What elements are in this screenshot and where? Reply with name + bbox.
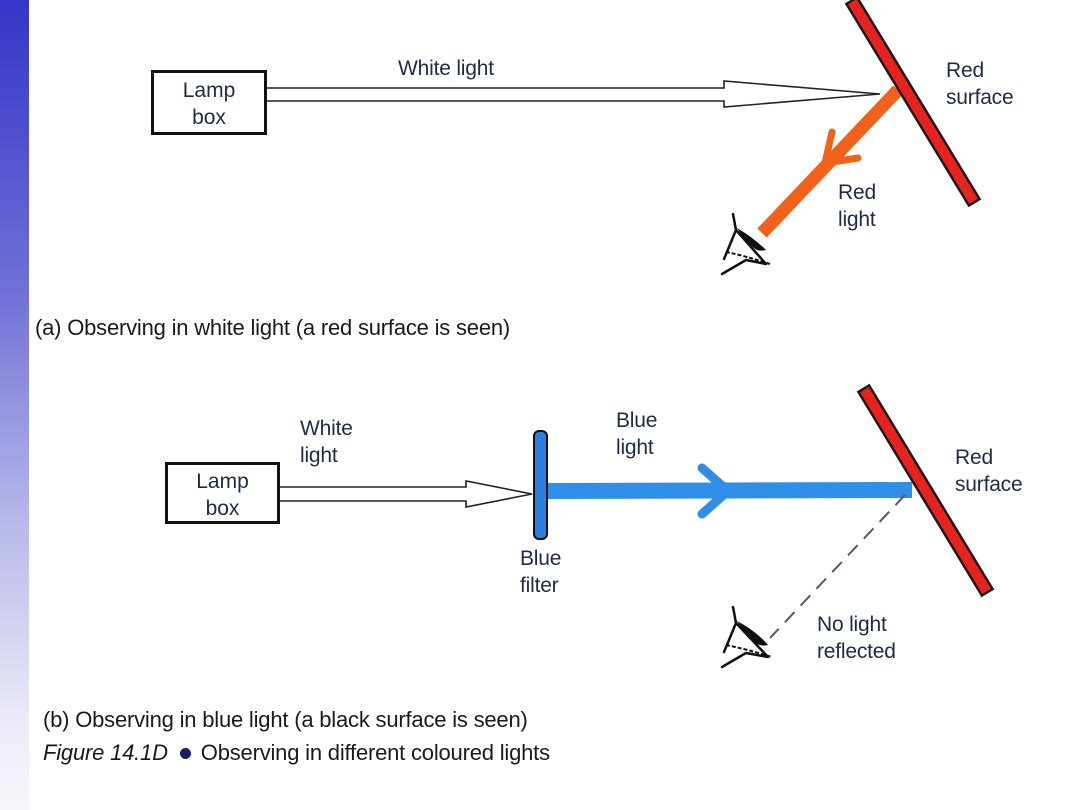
figure-caption: Figure 14.1D Observing in different colou… bbox=[43, 740, 550, 766]
eye-icon bbox=[720, 605, 773, 669]
blue-filter-label-line1: Blue bbox=[520, 547, 562, 570]
red-surface-label-b-line2: surface bbox=[955, 473, 1023, 496]
lamp-box-a-line2: box bbox=[192, 106, 226, 129]
bullet-icon bbox=[179, 747, 191, 759]
lamp-box-b-line1: Lamp bbox=[196, 470, 249, 493]
figure-title: Observing in different coloured lights bbox=[200, 740, 550, 765]
blue-light-label: Blue light bbox=[616, 407, 657, 461]
red-light-label-line2: light bbox=[838, 208, 876, 231]
blue-light-label-line1: Blue bbox=[616, 409, 658, 432]
lamp-box-b-line2: box bbox=[205, 497, 240, 520]
red-surface-label-a-line1: Red bbox=[946, 59, 984, 82]
red-light-label: Red light bbox=[838, 179, 876, 233]
white-light-label-b-line1: White bbox=[300, 417, 353, 440]
white-light-label-b: White light bbox=[300, 415, 353, 469]
side-accent-bar bbox=[0, 0, 29, 810]
white-light-label-a: White light bbox=[398, 57, 494, 80]
lamp-box-a: Lamp box bbox=[151, 70, 267, 135]
no-light-reflected-label-line2: reflected bbox=[817, 640, 896, 663]
blue-light-label-line2: light bbox=[616, 436, 654, 459]
blue-filter-label-line2: filter bbox=[520, 574, 559, 597]
lamp-box-b: Lamp box bbox=[165, 462, 280, 524]
red-surface-b bbox=[860, 387, 991, 594]
no-light-reflected-label-line1: No light bbox=[817, 613, 887, 636]
no-light-reflected-label: No light reflected bbox=[817, 611, 896, 665]
red-surface-label-a: Red surface bbox=[946, 57, 1014, 111]
figure-label: Figure 14.1D bbox=[43, 740, 168, 765]
no-reflection-dashed-line bbox=[769, 494, 906, 639]
red-light-label-line1: Red bbox=[838, 181, 876, 204]
white-light-arrow-a bbox=[258, 80, 881, 108]
red-surface-label-b: Red surface bbox=[955, 444, 1023, 498]
caption-b: (b) Observing in blue light (a black sur… bbox=[43, 707, 528, 732]
blue-light-arrowhead bbox=[697, 463, 733, 519]
red-light-arrowhead bbox=[821, 128, 862, 167]
blue-filter-label: Blue filter bbox=[520, 545, 561, 599]
caption-a: (a) Observing in white light (a red surf… bbox=[35, 315, 511, 340]
white-light-label-b-line2: light bbox=[300, 444, 338, 467]
red-surface-a bbox=[848, 0, 978, 204]
white-light-arrow-b bbox=[267, 480, 533, 508]
blue-filter bbox=[533, 430, 548, 540]
lamp-box-a-line1: Lamp bbox=[182, 79, 236, 102]
eye-icon bbox=[720, 212, 771, 276]
red-surface-label-a-line2: surface bbox=[946, 86, 1014, 109]
red-surface-label-b-line1: Red bbox=[955, 446, 993, 469]
